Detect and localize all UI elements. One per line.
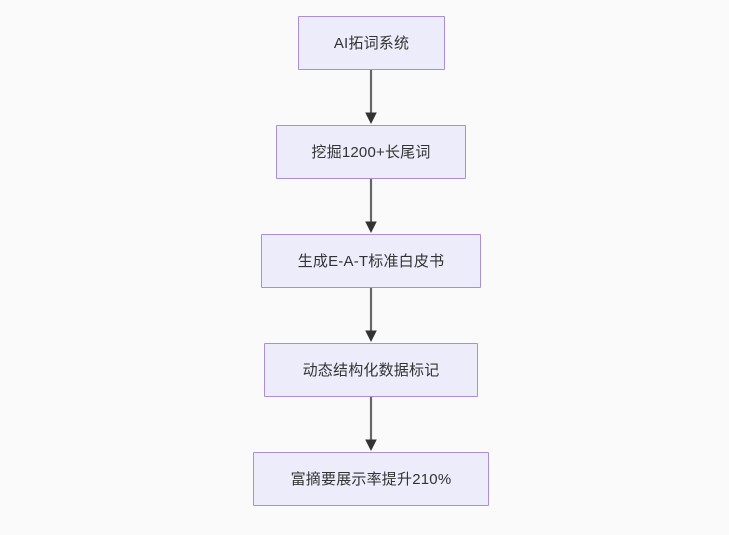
- flowchart-node-3-label: 生成E-A-T标准白皮书: [297, 252, 445, 270]
- flowchart-node-1[interactable]: AI拓词系统: [298, 16, 445, 70]
- arrow-down-icon: [365, 397, 377, 451]
- arrow-down-icon: [365, 70, 377, 124]
- flowchart-node-3[interactable]: 生成E-A-T标准白皮书: [261, 234, 481, 288]
- flowchart-edge-2: [356, 179, 386, 234]
- flowchart-node-1-label: AI拓词系统: [333, 34, 410, 52]
- arrow-down-icon: [365, 179, 377, 233]
- flowchart-node-5-label: 富摘要展示率提升210%: [290, 470, 452, 488]
- flowchart-node-5[interactable]: 富摘要展示率提升210%: [253, 452, 489, 506]
- flowchart-node-2[interactable]: 挖掘1200+长尾词: [276, 125, 466, 179]
- flowchart-node-4-label: 动态结构化数据标记: [302, 361, 440, 379]
- flowchart-node-2-label: 挖掘1200+长尾词: [311, 143, 431, 161]
- flowchart-edge-1: [356, 70, 386, 125]
- flowchart-edge-3: [356, 288, 386, 343]
- flowchart-edge-4: [356, 397, 386, 452]
- flowchart-node-4[interactable]: 动态结构化数据标记: [264, 343, 478, 397]
- arrow-down-icon: [365, 288, 377, 342]
